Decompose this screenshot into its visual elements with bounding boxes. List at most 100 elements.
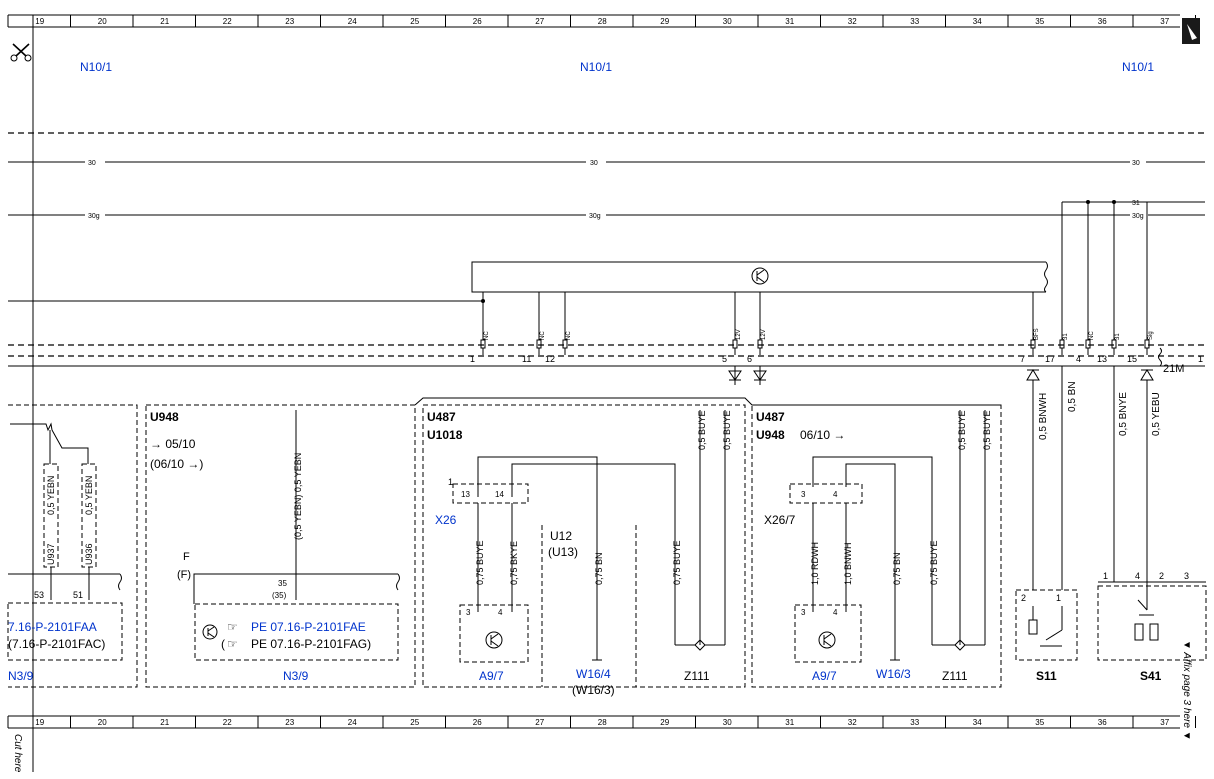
pin-label-12v-b: 12V bbox=[761, 329, 767, 340]
connector-pin bbox=[536, 339, 542, 349]
wire-05-buye-d: 0,5 BUYE bbox=[982, 410, 992, 450]
pin-6: 6 bbox=[747, 354, 752, 364]
grid-column-number: 33 bbox=[910, 17, 919, 26]
transistor-icon bbox=[485, 631, 503, 649]
pin-11: 11 bbox=[522, 354, 531, 364]
s11-pin-2: 2 bbox=[1021, 593, 1026, 603]
grid-column-number: 24 bbox=[348, 718, 357, 727]
pin-label-31a: 31 bbox=[1063, 333, 1069, 340]
right-pin-4: 4 bbox=[833, 490, 838, 499]
wire-075-bn-2: 0,75 BN bbox=[892, 552, 902, 585]
diode-junction-icon bbox=[694, 639, 706, 651]
switch-s11-box bbox=[1015, 589, 1078, 661]
connector-pin bbox=[757, 339, 763, 349]
grid-column-number: 37 bbox=[1160, 17, 1169, 26]
hand-pointer-icon: ☞ bbox=[227, 620, 238, 634]
grid-column-number: 28 bbox=[598, 718, 607, 727]
right-z111: Z111 bbox=[942, 669, 968, 683]
diode-icon bbox=[753, 366, 767, 385]
mid-z111: Z111 bbox=[684, 669, 710, 683]
pin-label-12v-a: 12V bbox=[736, 329, 742, 340]
module-label-right: N10/1 bbox=[1122, 60, 1154, 74]
grid-column-number: 25 bbox=[410, 17, 419, 26]
grid-column-number: 30 bbox=[723, 17, 732, 26]
pin-4: 4 bbox=[1076, 354, 1081, 364]
s41-pin-2: 2 bbox=[1159, 571, 1164, 581]
bus-30-label: 30 bbox=[88, 160, 96, 167]
grid-column-number: 34 bbox=[973, 17, 982, 26]
u948-n39: N3/9 bbox=[283, 669, 309, 683]
transistor-icon bbox=[751, 267, 769, 285]
right-a97: A9/7 bbox=[812, 669, 837, 683]
module-label-mid: N10/1 bbox=[580, 60, 612, 74]
grid-column-number: 22 bbox=[223, 17, 232, 26]
grid-column-number: 36 bbox=[1098, 17, 1107, 26]
wire-yebn-paren: (0,5 YEBN) 0,5 YEBN bbox=[293, 453, 303, 540]
grid-column-number: 23 bbox=[285, 17, 294, 26]
mid-w163p: (W16/3) bbox=[572, 683, 615, 697]
mid-pin-13: 13 bbox=[461, 490, 470, 499]
right-w163: W16/3 bbox=[876, 667, 911, 681]
u948-label: U948 bbox=[150, 410, 179, 424]
right-0610: 06/10 → bbox=[800, 428, 845, 442]
s11-label: S11 bbox=[1036, 669, 1057, 683]
connector-pin bbox=[480, 339, 486, 349]
wire-yebu: 0,5 YEBU bbox=[1151, 392, 1162, 436]
connector-pin bbox=[1059, 339, 1065, 349]
wire-10-rdwh: 1,0 RDWH bbox=[810, 542, 820, 585]
mid-pin-1: 1 bbox=[448, 477, 453, 487]
pin-label-sig: Sig bbox=[1148, 331, 1154, 340]
connector-pin bbox=[1085, 339, 1091, 349]
grid-column-number: 28 bbox=[598, 17, 607, 26]
switch-icon bbox=[1113, 570, 1159, 641]
wire-075-bkye: 0,75 BKYE bbox=[509, 541, 519, 585]
pin-label-nc2: NC bbox=[540, 331, 546, 340]
wire-075-buye-2: 0,75 BUYE bbox=[672, 540, 682, 585]
wire-05-buye-b: 0,5 BUYE bbox=[722, 410, 732, 450]
grid-column-number: 37 bbox=[1160, 718, 1169, 727]
pin-label-31b: 31 bbox=[1115, 333, 1121, 340]
wire-bnye: 0,5 BNYE bbox=[1118, 392, 1129, 436]
grid-column-number: 21 bbox=[160, 17, 169, 26]
mid-pin-14: 14 bbox=[495, 490, 504, 499]
bus-21m-label: 21M bbox=[1163, 363, 1184, 375]
arrow-up-icon bbox=[1140, 369, 1154, 381]
diode-icon bbox=[728, 366, 742, 385]
pin-7: 7 bbox=[1020, 354, 1025, 364]
connector-drops bbox=[482, 202, 1148, 355]
left-n39: N3/9 bbox=[8, 669, 34, 683]
mid-u13: (U13) bbox=[548, 545, 578, 559]
s11-pin-1: 1 bbox=[1056, 593, 1061, 603]
wire-05-buye-a: 0,5 BUYE bbox=[697, 410, 707, 450]
pin-12: 12 bbox=[545, 354, 555, 364]
grid-column-number: 31 bbox=[785, 718, 794, 727]
grid-column-number: 21 bbox=[160, 718, 169, 727]
right-u487: U487 bbox=[756, 410, 785, 424]
right-pin-3b: 3 bbox=[801, 608, 806, 617]
bottom-grid-band bbox=[8, 715, 1180, 729]
left-ref-1: 7.16-P-2101FAA bbox=[8, 620, 97, 634]
grid-column-number: 20 bbox=[98, 718, 107, 727]
mid-pin-3: 3 bbox=[466, 608, 471, 617]
wire-10-bnwh: 1,0 BNWH bbox=[843, 542, 853, 585]
u948-ref-1: PE 07.16-P-2101FAE bbox=[251, 620, 366, 634]
control-unit-box bbox=[471, 261, 1048, 293]
u948-ref-2-open: ( bbox=[221, 637, 225, 651]
mid-u487: U487 bbox=[427, 410, 456, 424]
right-pin-3: 3 bbox=[801, 490, 806, 499]
switch-s41-box bbox=[1097, 585, 1207, 661]
right-u948: U948 bbox=[756, 428, 785, 442]
mid-a97: A9/7 bbox=[479, 669, 504, 683]
grid-column-number: 27 bbox=[535, 17, 544, 26]
arrow-up-icon bbox=[1026, 369, 1040, 381]
bus-30-label-right: 30 bbox=[1132, 160, 1140, 167]
bus-30g-label-right: 30g bbox=[1132, 213, 1144, 220]
top-grid-band bbox=[8, 14, 1180, 28]
mid-u12: U12 bbox=[550, 529, 572, 543]
section-frame-left bbox=[8, 404, 138, 688]
transistor-icon bbox=[202, 624, 218, 640]
grid-column-number: 25 bbox=[410, 718, 419, 727]
bus-30g-label: 30g bbox=[88, 213, 100, 220]
grid-column-number: 27 bbox=[535, 718, 544, 727]
